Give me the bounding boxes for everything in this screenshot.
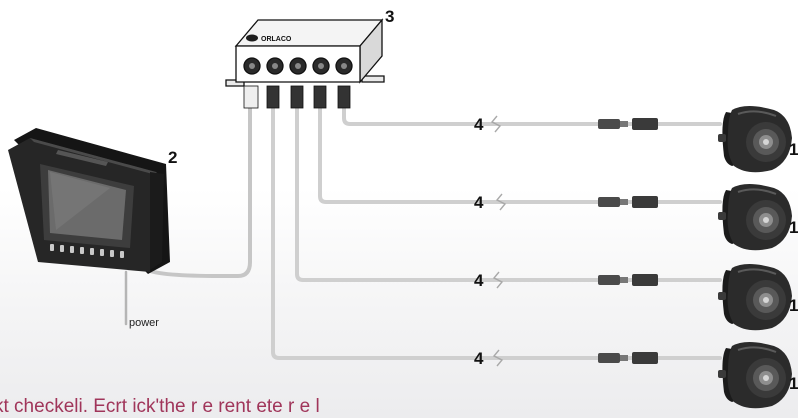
monitor bbox=[8, 128, 170, 274]
camera-1 bbox=[717, 105, 793, 174]
camera-2 bbox=[717, 183, 793, 252]
camera-cable-1 bbox=[342, 106, 722, 126]
cable-label-1: 4 bbox=[474, 115, 484, 134]
camera-label-1: 1 bbox=[789, 140, 798, 159]
inline-connector-4 bbox=[598, 352, 658, 364]
inline-connectors bbox=[598, 118, 658, 364]
cable-set bbox=[124, 106, 722, 360]
junction-box: ORLACO bbox=[225, 18, 385, 87]
brand-label: ORLACO bbox=[261, 36, 292, 43]
camera-cable-3 bbox=[295, 106, 722, 282]
cable-label-2: 4 bbox=[474, 193, 484, 212]
inline-connector-2 bbox=[598, 196, 658, 208]
inline-connector-1 bbox=[598, 118, 658, 130]
cable-label-3: 4 bbox=[474, 271, 484, 290]
junction-plugs bbox=[243, 85, 351, 109]
cable-break-marks bbox=[490, 115, 507, 367]
junction-sockets bbox=[243, 57, 353, 75]
cable-label-4: 4 bbox=[474, 349, 484, 368]
monitor-cable bbox=[146, 106, 252, 278]
camera-label-4: 1 bbox=[789, 374, 798, 393]
camera-4 bbox=[717, 341, 793, 410]
inline-connector-3 bbox=[598, 274, 658, 286]
camera-3 bbox=[717, 263, 793, 332]
camera-cable-4 bbox=[271, 106, 722, 360]
camera-label-3: 1 bbox=[789, 296, 798, 315]
camera-cable-2 bbox=[318, 106, 722, 204]
monitor-label: 2 bbox=[168, 148, 177, 167]
junction-box-label: 3 bbox=[385, 7, 394, 26]
camera-label-2: 1 bbox=[789, 218, 798, 237]
power-label: power bbox=[129, 317, 159, 329]
monitor-buttons bbox=[50, 244, 124, 258]
caption-text: kt checkeli. Ecrt ick'the r e rent ete r… bbox=[0, 396, 320, 417]
